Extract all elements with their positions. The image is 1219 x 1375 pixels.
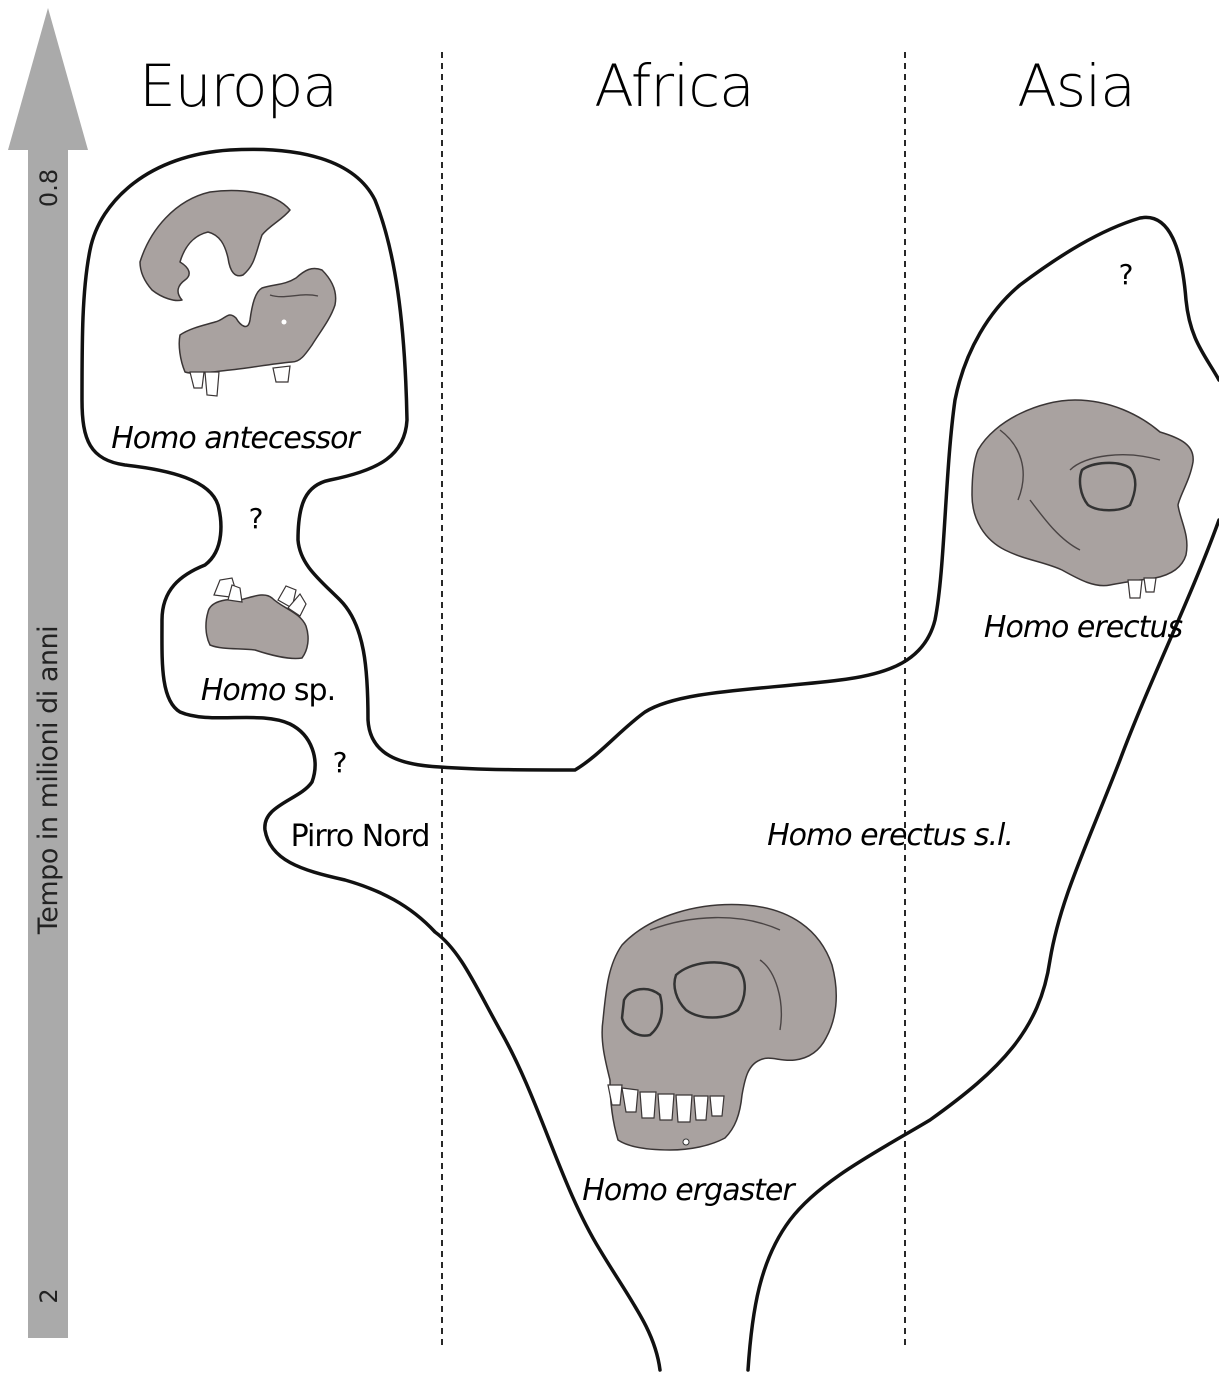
homo-ergaster-skull-illustration xyxy=(602,905,836,1150)
time-axis-tick-bottom: 2 xyxy=(35,1288,63,1303)
label-homo-erectus: Homo erectus xyxy=(984,610,1183,645)
homo-antecessor-skull-illustration xyxy=(140,191,336,396)
label-homo-antecessor: Homo antecessor xyxy=(111,421,361,456)
question-mark-pirro-nord: ? xyxy=(333,746,348,779)
time-axis-label: Tempo in milioni di anni xyxy=(33,626,64,935)
label-homo-ergaster: Homo ergaster xyxy=(582,1173,796,1208)
region-title-asia: Asia xyxy=(1017,52,1135,120)
label-homo-sp-suffix: sp. xyxy=(294,673,335,708)
homo-sp-jaw-illustration xyxy=(206,578,308,658)
region-title-europa: Europa xyxy=(139,52,337,120)
label-homo-sp-genus: Homo xyxy=(201,673,286,708)
question-mark-europe-upper: ? xyxy=(249,502,264,535)
homo-erectus-skull-illustration xyxy=(972,400,1193,598)
label-homo-erectus-sl: Homo erectus s.l. xyxy=(767,818,1013,853)
time-axis-tick-top: 0.8 xyxy=(35,169,63,207)
time-axis-arrowhead xyxy=(8,8,88,150)
label-homo-sp: Homo sp. xyxy=(201,673,335,708)
region-title-africa: Africa xyxy=(594,52,753,120)
label-pirro-nord: Pirro Nord xyxy=(291,819,430,854)
question-mark-asia-top: ? xyxy=(1119,258,1134,291)
time-axis: Tempo in milioni di anni 0.8 2 xyxy=(8,8,88,1338)
